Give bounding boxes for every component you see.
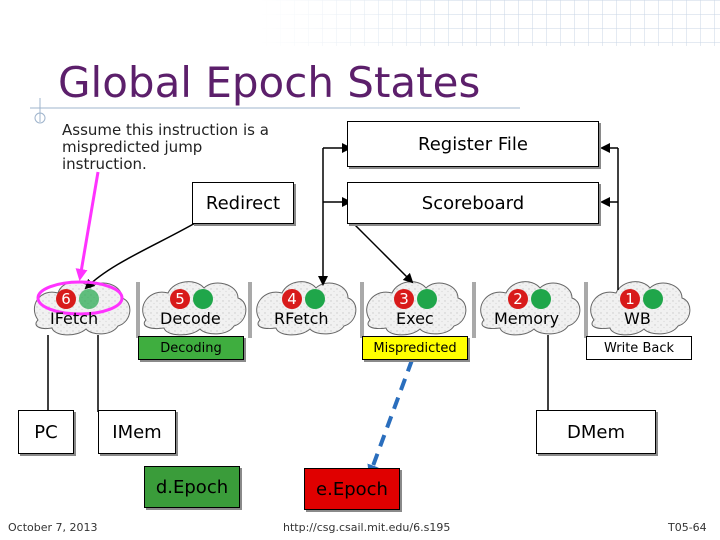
cloud-memory (480, 281, 581, 336)
cloud-decode (142, 281, 247, 336)
highlight-arrow (75, 171, 100, 281)
cloud-rfetch (256, 281, 357, 336)
scoreboard-label: Scoreboard (421, 192, 525, 214)
stage-ifetch-number: 6 (56, 289, 76, 309)
mispredicted-status: Mispredicted (362, 336, 468, 360)
redirect-box[interactable]: Redirect (192, 182, 294, 224)
register-file-label: Register File (418, 133, 528, 155)
dmem-label: DMem (567, 421, 625, 443)
footer-slide-number: T05-64 (668, 521, 707, 534)
footer-date: October 7, 2013 (8, 521, 98, 534)
stage-wb-number: 1 (620, 289, 640, 309)
instruction-note: Assume this instruction is a mispredicte… (62, 121, 269, 173)
stage-exec-label: Exec (396, 309, 434, 328)
decoding-status: Decoding (138, 336, 244, 360)
highlight-ellipse (36, 280, 124, 316)
stage-decode-number: 5 (170, 289, 190, 309)
cloud-exec (366, 281, 467, 336)
stage-exec-green-indicator (417, 289, 437, 309)
write-back-status-label: Write Back (603, 340, 674, 356)
stage-clouds (33, 281, 691, 336)
mispredicted-status-label: Mispredicted (373, 340, 457, 356)
pc-box[interactable]: PC (18, 410, 74, 454)
stage-decode-label: Decode (160, 309, 221, 328)
pipeline-separators (136, 282, 588, 338)
stage-rfetch-label: RFetch (274, 309, 329, 328)
scoreboard-box[interactable]: Scoreboard (347, 182, 599, 224)
background-grid (260, 0, 720, 46)
title-accent (30, 98, 520, 124)
slide-title: Global Epoch States (58, 58, 481, 107)
decoding-status-label: Decoding (160, 340, 222, 356)
stage-ifetch-label: IFetch (50, 309, 99, 328)
mispredict-arrow (367, 359, 414, 477)
eepoch-label: e.Epoch (316, 478, 388, 500)
connections (47, 143, 619, 412)
footer-url[interactable]: http://csg.csail.mit.edu/6.s195 (283, 521, 451, 534)
stage-wb-label: WB (624, 309, 651, 328)
depoch-label: d.Epoch (155, 476, 229, 498)
stage-decode-green-indicator (193, 289, 213, 309)
write-back-status: Write Back (586, 336, 692, 360)
stage-memory-number: 2 (508, 289, 528, 309)
stage-rfetch-number: 4 (282, 289, 302, 309)
stage-rfetch-green-indicator (305, 289, 325, 309)
stage-memory-green-indicator (531, 289, 551, 309)
cloud-wb (590, 281, 691, 336)
stage-ifetch-green-indicator (79, 289, 99, 309)
imem-label: IMem (112, 421, 162, 443)
depoch-box[interactable]: d.Epoch (144, 466, 240, 508)
redirect-label: Redirect (205, 192, 281, 214)
stage-memory-label: Memory (494, 309, 560, 328)
eepoch-box[interactable]: e.Epoch (304, 468, 400, 510)
pc-label: PC (34, 421, 58, 443)
stage-wb-green-indicator (643, 289, 663, 309)
imem-box[interactable]: IMem (98, 410, 176, 454)
register-file-box[interactable]: Register File (347, 121, 599, 167)
dmem-box[interactable]: DMem (536, 410, 656, 454)
stage-exec-number: 3 (394, 289, 414, 309)
